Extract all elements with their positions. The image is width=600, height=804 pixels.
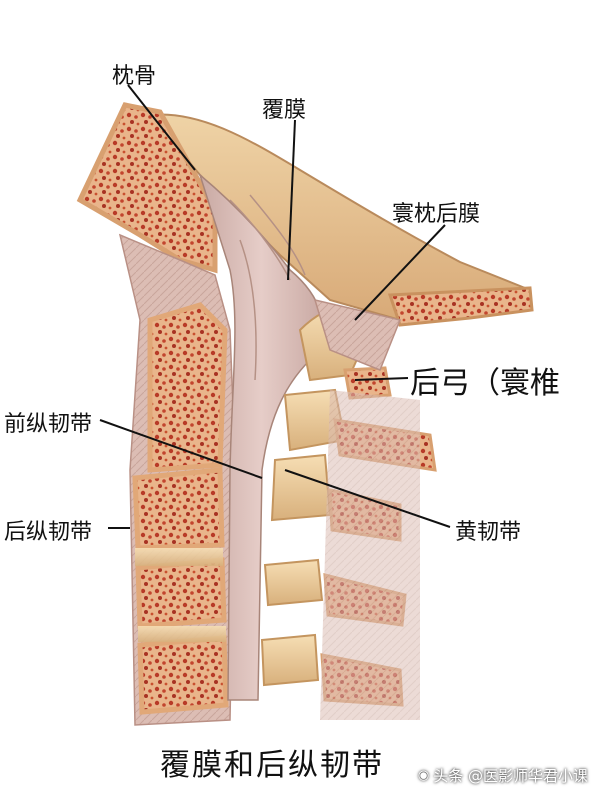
leader-lines — [99, 84, 451, 529]
figure-caption: 覆膜和后纵韧带 — [160, 748, 384, 783]
watermark-text: 头条 @医影师华君小课 — [433, 767, 588, 785]
tectorial-fibers — [229, 194, 306, 381]
label-tectorial-membrane: 覆膜 — [262, 98, 307, 123]
label-ligamentum-flavum: 黄韧带 — [455, 520, 522, 545]
watermark: ◉ 头条 @医影师华君小课 — [418, 765, 588, 786]
label-posterior-arch: 后弓（寰椎 — [410, 366, 560, 401]
occipital-bone-surface — [148, 113, 531, 322]
label-posterior-longitudinal-ligament: 后纵韧带 — [4, 520, 93, 545]
label-atlanto-occipital-membrane: 寰枕后膜 — [392, 202, 481, 227]
atlanto-occipital-membrane — [313, 298, 402, 371]
clivus-bone — [76, 102, 218, 274]
intervertebral-discs — [135, 548, 226, 642]
tectorial-membrane — [198, 172, 324, 701]
posterior-skull-band — [387, 286, 534, 327]
label-occipital-bone: 枕骨 — [112, 64, 157, 89]
wechat-icon: ◉ — [417, 768, 430, 783]
label-anterior-longitudinal-ligament: 前纵韧带 — [4, 412, 93, 437]
ligamentum-flavum — [320, 390, 420, 720]
vertebral-bodies — [132, 302, 229, 715]
